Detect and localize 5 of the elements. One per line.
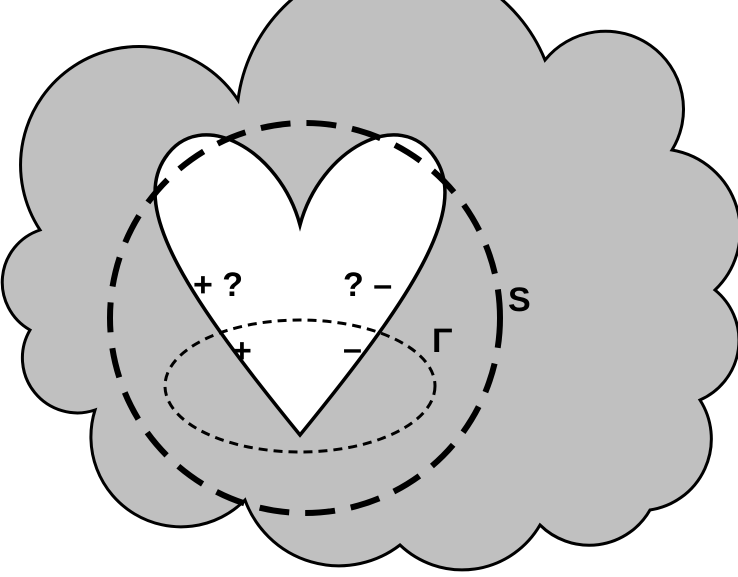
sign-label: ? – <box>343 268 392 302</box>
set-label: Γ <box>432 324 452 358</box>
sign-label: – <box>343 332 362 366</box>
set-label: S <box>508 283 531 317</box>
sign-label: + ? <box>193 268 244 302</box>
